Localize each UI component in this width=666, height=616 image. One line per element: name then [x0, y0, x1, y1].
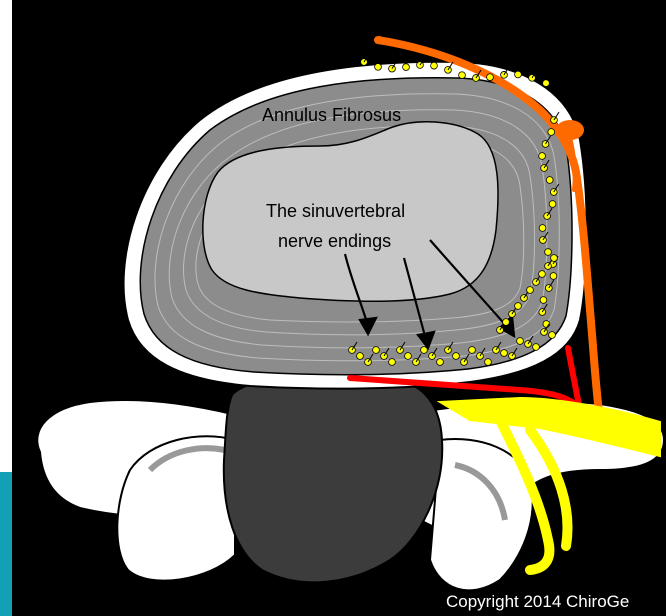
nerve-ending-dot: [501, 350, 508, 357]
nerve-ending-dot: [539, 271, 546, 278]
nerve-ending-dot: [459, 72, 466, 79]
nerve-ending-dot: [527, 287, 534, 294]
nerve-ending-dot: [389, 359, 396, 366]
nerve-ending-dot: [405, 353, 412, 360]
nerve-ending-dot: [540, 297, 547, 304]
copyright-text: Copyright 2014 ChiroGe: [446, 592, 629, 611]
nerve-ending-dot: [375, 63, 382, 70]
nerve-ending-dot: [543, 80, 550, 87]
orange-ganglion: [556, 120, 584, 140]
nerve-ending-dot: [469, 347, 476, 354]
nerve-ending-dot: [548, 129, 555, 136]
nerve-ending-dot: [515, 71, 522, 78]
nerve-ending-dot: [373, 347, 380, 354]
nerve-ending-dot: [550, 189, 557, 196]
nerve-endings-label-line2: nerve endings: [278, 231, 391, 251]
nerve-endings-label-line1: The sinuvertebral: [266, 201, 405, 221]
nerve-ending-dot: [533, 344, 540, 351]
nerve-ending-dot: [539, 153, 546, 160]
nerve-ending-dot: [539, 225, 546, 232]
nerve-ending-dot: [517, 338, 524, 345]
annulus-fibrosus-label: Annulus Fibrosus: [262, 105, 401, 125]
nerve-ending-dot: [431, 62, 438, 69]
nerve-ending-dot: [487, 74, 494, 81]
nerve-ending-dot: [551, 255, 558, 262]
nerve-ending-dot: [544, 213, 551, 220]
nerve-ending-dot: [485, 359, 492, 366]
nerve-ending-dot: [357, 353, 364, 360]
nerve-ending-dot: [437, 359, 444, 366]
nerve-ending-dot: [421, 347, 428, 354]
nerve-ending-dot: [549, 332, 556, 339]
nerve-ending-dot: [453, 353, 460, 360]
nerve-ending-dot: [503, 319, 510, 326]
nerve-ending-dot: [542, 141, 549, 148]
nerve-ending-dot: [403, 64, 410, 71]
nerve-ending-dot: [549, 201, 556, 208]
nerve-ending-dot: [515, 303, 522, 310]
nerve-ending-dot: [545, 249, 552, 256]
nerve-ending-dot: [550, 273, 557, 280]
nerve-ending-dot: [546, 177, 553, 184]
